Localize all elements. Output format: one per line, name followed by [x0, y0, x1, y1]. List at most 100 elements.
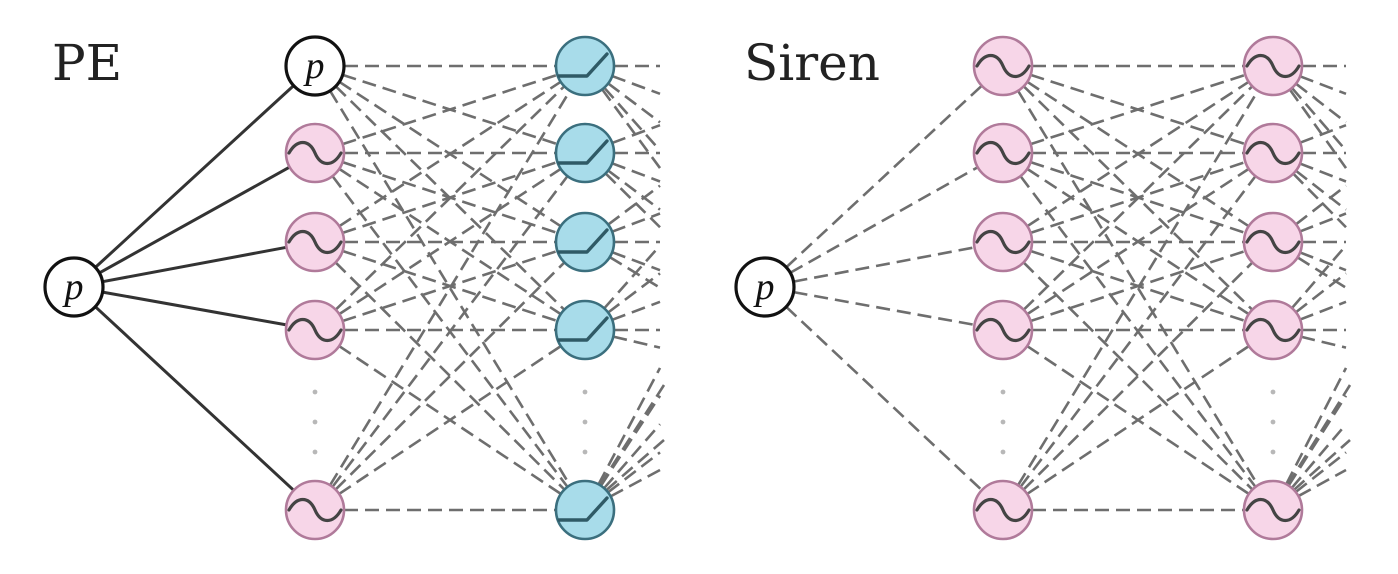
connection-edge: [1022, 261, 1254, 491]
connection-edge: [1300, 335, 1347, 349]
input-p-node-label: p: [62, 266, 84, 308]
siren-panel: Siren p: [734, 34, 1352, 541]
relu-node: [554, 35, 616, 97]
connection-edge: [94, 84, 295, 269]
sine-icon: [975, 229, 1031, 255]
sine-icon: [287, 229, 343, 255]
connection-edge: [1026, 345, 1250, 495]
pe-title: PE: [52, 34, 122, 92]
connection-edge: [597, 367, 662, 485]
connection-edge: [603, 244, 661, 310]
relu-node: [554, 299, 616, 361]
ellipsis-dot: [312, 449, 318, 455]
connection-edge: [598, 384, 666, 486]
connection-edge: [331, 175, 569, 488]
encoding-p-node-label: p: [303, 45, 325, 87]
sine-icon: [287, 317, 343, 343]
connection-edge: [607, 82, 661, 124]
connection-edge: [611, 212, 661, 233]
connection-edge: [611, 123, 661, 145]
connection-edge: [338, 345, 562, 495]
connection-edge: [612, 335, 661, 349]
connection-edge: [1022, 261, 1254, 491]
sine-icon: [1245, 229, 1301, 255]
connection-edge: [1295, 184, 1347, 226]
ellipsis-dot: [1000, 419, 1006, 425]
connection-edge: [338, 167, 562, 316]
connection-edge: [1022, 85, 1254, 311]
connection-edge: [611, 300, 661, 322]
connection-edge: [94, 305, 295, 492]
connection-edge: [607, 451, 661, 494]
sine-icon: [975, 53, 1031, 79]
ellipsis-dot: [582, 449, 588, 455]
connection-edge: [789, 166, 979, 274]
connection-edge: [328, 90, 572, 486]
ellipsis-dot: [312, 419, 318, 425]
connection-edge: [605, 439, 665, 492]
connection-edge: [1288, 88, 1348, 169]
connection-edge: [785, 305, 983, 492]
ellipsis-dot: [582, 419, 588, 425]
connection-edge: [607, 272, 661, 314]
connection-edge: [785, 84, 983, 269]
connection-edge: [609, 468, 661, 498]
encoding-p-node: [284, 35, 346, 97]
connection-edge: [1285, 367, 1348, 485]
connection-edge: [334, 261, 566, 491]
relu-icon: [557, 228, 609, 254]
sine-icon: [975, 140, 1031, 166]
ellipsis-dot: [312, 389, 318, 395]
relu-icon: [557, 316, 609, 342]
connection-edge: [1299, 75, 1347, 96]
connection-edge: [611, 162, 661, 183]
connection-edge: [793, 246, 975, 283]
connection-edge: [334, 85, 566, 311]
relu-node: [554, 211, 616, 273]
pe-nodes: pp: [43, 35, 616, 541]
connection-edge: [1295, 272, 1347, 314]
connection-edge: [1292, 172, 1347, 229]
connection-edge: [1026, 80, 1250, 228]
sine-icon: [975, 497, 1031, 523]
connection-edge: [102, 290, 287, 327]
relu-node: [554, 122, 616, 184]
relu-icon: [557, 496, 609, 522]
connection-edge: [1294, 451, 1347, 494]
connection-edge: [1290, 244, 1347, 309]
siren-edges: [785, 64, 1352, 512]
connection-edge: [1295, 169, 1347, 211]
ellipsis-dot: [582, 389, 588, 395]
connection-edge: [1026, 167, 1250, 316]
connection-edge: [611, 74, 661, 96]
connection-edge: [102, 245, 287, 284]
siren-title: Siren: [744, 34, 880, 92]
sine-icon: [1245, 317, 1301, 343]
connection-edge: [1299, 162, 1347, 183]
connection-edge: [793, 290, 975, 327]
pe-panel: PE pp: [43, 34, 666, 541]
connection-edge: [334, 261, 566, 491]
connection-edge: [98, 165, 291, 275]
connection-edge: [1290, 423, 1347, 489]
connection-edge: [1295, 82, 1347, 124]
connection-edge: [1297, 468, 1347, 498]
connection-edge: [1290, 87, 1347, 152]
sine-icon: [975, 317, 1031, 343]
connection-edge: [1299, 251, 1347, 272]
connection-edge: [338, 80, 562, 228]
connection-edge: [607, 169, 661, 211]
ellipsis-dot: [1270, 389, 1276, 395]
connection-edge: [1293, 439, 1351, 491]
connection-edge: [1287, 395, 1348, 487]
connection-edge: [611, 250, 661, 272]
pe-edges: [94, 64, 666, 512]
connection-edge: [1299, 212, 1347, 233]
connection-edge: [1299, 123, 1347, 144]
sine-icon: [287, 140, 343, 166]
ellipsis-dot: [1270, 449, 1276, 455]
connection-edge: [1016, 90, 1260, 486]
siren-nodes: p: [734, 35, 1304, 541]
input-p-node: [43, 256, 105, 318]
